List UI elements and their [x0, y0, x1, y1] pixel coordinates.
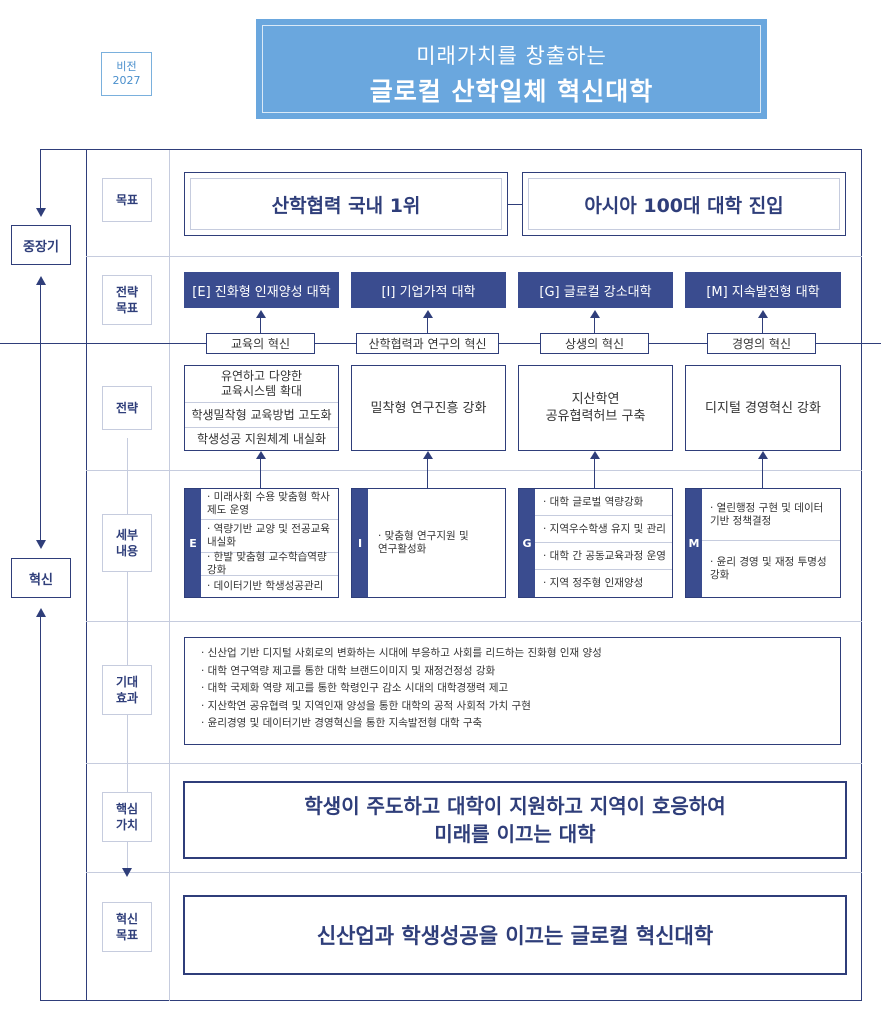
goal-box: 아시아 100대 대학 진입	[522, 172, 846, 236]
expected-effects-box: · 신산업 기반 디지털 사회로의 변화하는 시대에 부응하고 사회를 리드하는…	[184, 637, 841, 745]
innovation-box: 혁신	[11, 558, 71, 598]
details-tag: M	[686, 489, 702, 597]
arrow-up-icon	[36, 276, 46, 285]
row-label-goal: 목표	[102, 178, 152, 222]
arrow-up-icon	[256, 310, 266, 318]
details-e: E · 미래사회 수용 맞춤형 학사 제도 운영 · 역량기반 교양 및 전공교…	[184, 488, 339, 598]
spine-segment	[40, 617, 41, 1001]
arrow-down-icon	[36, 540, 46, 549]
detail-item: · 지역 정주형 인재양성	[543, 577, 644, 589]
detail-item: · 역량기반 교양 및 전공교육 내실화	[201, 520, 338, 553]
arrow-up-icon	[590, 310, 600, 318]
innovation-coexistence: 상생의 혁신	[540, 333, 649, 354]
vision-banner: 미래가치를 창출하는 글로컬 산학일체 혁신대학	[256, 19, 767, 119]
details-i: I · 맞춤형 연구지원 및 연구활성화	[351, 488, 506, 598]
midterm-box: 중장기	[11, 225, 71, 265]
detail-item: · 열린행정 구현 및 데이터 기반 정책결정	[702, 489, 840, 541]
arrow-up-icon	[423, 451, 433, 459]
spine-top-line	[40, 149, 87, 150]
effect-item: · 신산업 기반 디지털 사회로의 변화하는 시대에 부응하고 사회를 리드하는…	[201, 647, 602, 659]
details-tag: E	[185, 489, 201, 597]
spine-segment	[40, 149, 41, 209]
arrow-down-icon	[36, 208, 46, 217]
detail-item: · 데이터기반 학생성공관리	[207, 580, 324, 592]
row-divider	[86, 256, 862, 257]
strategy-goal-i: [I] 기업가적 대학	[351, 272, 506, 308]
details-tag: I	[352, 489, 368, 597]
strategy-goal-g: [G] 글로컬 강소대학	[518, 272, 673, 308]
vision-title: 글로컬 산학일체 혁신대학	[369, 77, 654, 106]
goal-box: 산학협력 국내 1위	[184, 172, 508, 236]
label-spine	[127, 438, 128, 868]
vision-subtitle: 미래가치를 창출하는	[416, 44, 607, 68]
arrow-up-icon	[36, 608, 46, 617]
strategy-e-item: 유연하고 다양한 교육시스템 확대	[220, 369, 303, 398]
effect-item: · 대학 연구역량 제고를 통한 대학 브랜드이미지 및 재정건정성 강화	[201, 664, 496, 677]
spine-segment	[40, 285, 41, 540]
goal-text: 아시아 100대 대학 진입	[528, 178, 840, 230]
detail-item: · 한발 맞춤형 교수학습역량 강화	[201, 551, 338, 576]
row-label-details: 세부 내용	[102, 514, 152, 572]
strategy-goal-m: [M] 지속발전형 대학	[685, 272, 841, 308]
vision-2027-badge: 비전 2027	[101, 52, 152, 96]
innovation-education: 교육의 혁신	[206, 333, 315, 354]
detail-item: · 맞춤형 연구지원 및 연구활성화	[378, 530, 469, 555]
row-divider	[86, 872, 862, 873]
arrow-up-icon	[590, 451, 600, 459]
connector-line	[762, 318, 763, 333]
row-divider	[86, 621, 862, 622]
connector-line	[594, 318, 595, 333]
detail-item: · 미래사회 수용 맞춤형 학사 제도 운영	[201, 489, 338, 520]
connector-line	[594, 459, 595, 488]
arrow-up-icon	[423, 310, 433, 318]
row-label-core-value: 핵심 가치	[102, 792, 152, 842]
connector-line	[260, 459, 261, 488]
goal-text: 산학협력 국내 1위	[190, 178, 502, 230]
strategy-i: 밀착형 연구진흥 강화	[351, 365, 506, 451]
details-g: G · 대학 글로벌 역량강화 · 지역우수학생 유지 및 관리 · 대학 간 …	[518, 488, 673, 598]
innovation-management: 경영의 혁신	[707, 333, 816, 354]
row-label-strategy-goal: 전략 목표	[102, 275, 152, 325]
strategy-e: 유연하고 다양한 교육시스템 확대 학생밀착형 교육방법 고도화 학생성공 지원…	[184, 365, 339, 451]
effect-item: · 지산학연 공유협력 및 지역인재 양성을 통한 대학의 공적 사회적 가치 …	[201, 699, 531, 712]
detail-item: · 대학 글로벌 역량강화	[535, 489, 672, 516]
arrow-up-icon	[758, 451, 768, 459]
detail-item: · 대학 간 공동교육과정 운영	[535, 543, 672, 570]
strategy-g: 지산학연 공유협력허브 구축	[518, 365, 673, 451]
row-label-strategy: 전략	[102, 386, 152, 430]
row-label-innovation-goal: 혁신 목표	[102, 902, 152, 952]
connector-line	[427, 459, 428, 488]
core-value-box: 학생이 주도하고 대학이 지원하고 지역이 호응하여 미래를 이끄는 대학	[183, 781, 847, 859]
spine-bottom-line	[40, 1000, 87, 1001]
strategy-e-item: 학생밀착형 교육방법 고도화	[185, 402, 338, 427]
strategy-e-item: 학생성공 지원체계 내실화	[185, 427, 338, 451]
innovation-goal-box: 신산업과 학생성공을 이끄는 글로컬 혁신대학	[183, 895, 847, 975]
strategy-m: 디지털 경영혁신 강화	[685, 365, 841, 451]
connector-line	[762, 459, 763, 488]
details-m: M · 열린행정 구현 및 데이터 기반 정책결정 · 윤리 경영 및 재정 투…	[685, 488, 841, 598]
row-divider	[86, 763, 862, 764]
innovation-research: 산학협력과 연구의 혁신	[356, 333, 499, 354]
label-column-divider	[169, 150, 170, 1001]
details-tag: G	[519, 489, 535, 597]
detail-item: · 지역우수학생 유지 및 관리	[535, 516, 672, 543]
row-label-effects: 기대 효과	[102, 665, 152, 715]
detail-item: · 윤리 경영 및 재정 투명성 강화	[710, 556, 827, 581]
arrow-down-icon	[122, 868, 132, 877]
strategy-goal-e: [E] 진화형 인재양성 대학	[184, 272, 339, 308]
arrow-up-icon	[758, 310, 768, 318]
row-divider	[86, 470, 862, 471]
connector-line	[260, 318, 261, 333]
arrow-up-icon	[256, 451, 266, 459]
effect-item: · 윤리경영 및 데이터기반 경영혁신을 통한 지속발전형 대학 구축	[201, 717, 483, 730]
effect-item: · 대학 국제화 역량 제고를 통한 학령인구 감소 시대의 대학경쟁력 제고	[201, 682, 509, 695]
connector-line	[427, 318, 428, 333]
goal-connector	[508, 204, 522, 205]
